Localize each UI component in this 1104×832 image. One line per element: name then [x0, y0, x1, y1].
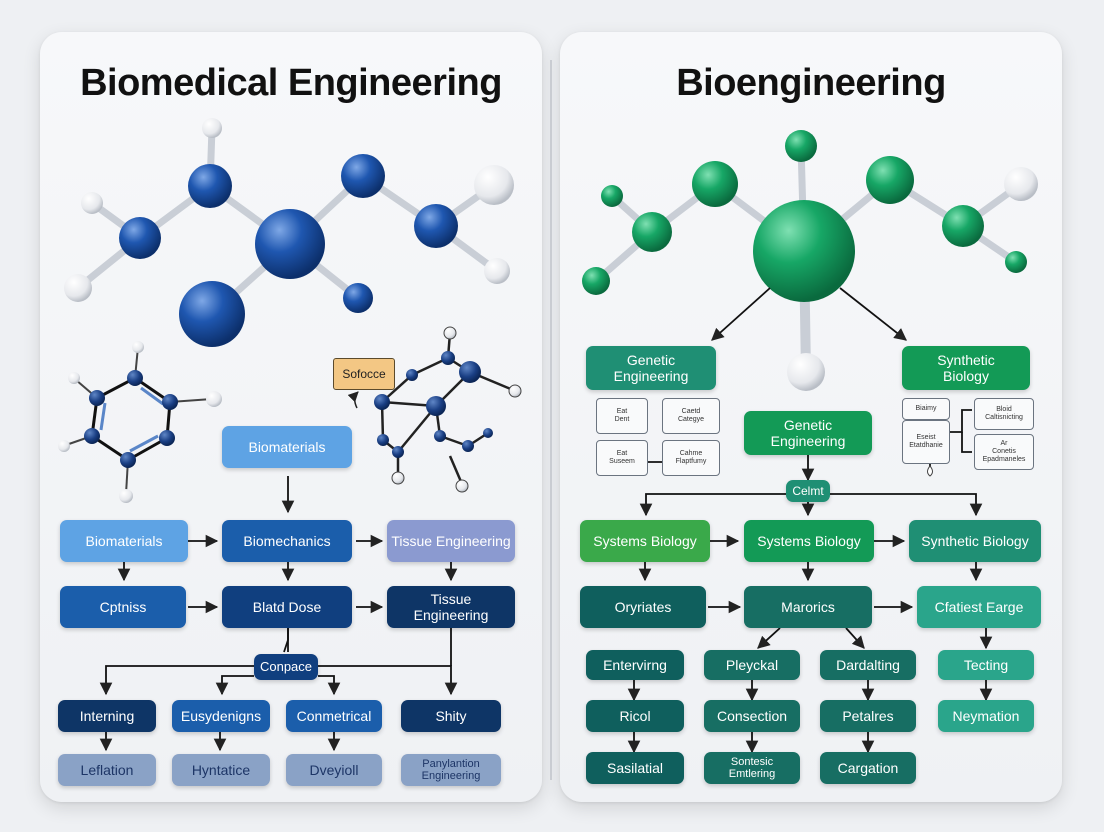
benzene-ring [58, 341, 222, 503]
node-biomaterials[interactable]: Biomaterials [60, 520, 188, 562]
node-interning[interactable]: Interning [58, 700, 156, 732]
node-tecting[interactable]: Tecting [938, 650, 1034, 680]
node-sontesic-emtlering[interactable]: Sontesic Emtlering [704, 752, 800, 784]
node-genetic-engineering-top[interactable]: Genetic Engineering [586, 346, 716, 390]
node-sasilatial[interactable]: Sasilatial [586, 752, 684, 784]
droplet-icon [927, 465, 933, 477]
node-synthetic-biology-top[interactable]: Synthetic Biology [902, 346, 1030, 390]
biomedical-engineering-title: Biomedical Engineering [80, 62, 502, 104]
mini-box-1: Eat Dent [596, 398, 648, 434]
node-entervirng[interactable]: Entervirng [586, 650, 684, 680]
mini-box-2: Caetd Categye [662, 398, 720, 434]
node-oryriates[interactable]: Oryriates [580, 586, 706, 628]
node-systems-biology-2[interactable]: Systems Biology [744, 520, 874, 562]
node-shity[interactable]: Shity [401, 700, 501, 732]
node-tissue-engineering-2[interactable]: Tissue Engineering [387, 586, 515, 628]
node-petalres[interactable]: Petalres [820, 700, 916, 732]
node-synthetic-biology[interactable]: Synthetic Biology [909, 520, 1041, 562]
node-consection[interactable]: Consection [704, 700, 800, 732]
node-eusydenigns[interactable]: Eusydenigns [172, 700, 270, 732]
panel-divider [550, 60, 552, 780]
node-cfatiest-earge[interactable]: Cfatiest Earge [917, 586, 1041, 628]
hub-conpace[interactable]: Conpace [254, 654, 318, 680]
hub-celmt[interactable]: Celmt [786, 480, 830, 502]
node-tissue-engineering[interactable]: Tissue Engineering [387, 520, 515, 562]
node-leflation[interactable]: Leflation [58, 754, 156, 786]
mini-box-4: Cahme Flaptfumy [662, 440, 720, 476]
node-conmetrical[interactable]: Conmetrical [286, 700, 382, 732]
node-pleyckal[interactable]: Pleyckal [704, 650, 800, 680]
node-top-biomaterials[interactable]: Biomaterials [222, 426, 352, 468]
mini-box-3: Eat Suseem [596, 440, 648, 476]
cyclic-molecule [374, 326, 522, 493]
mini-box-5: Biaimy [902, 398, 950, 420]
node-marorics[interactable]: Marorics [744, 586, 872, 628]
node-blatd-dose[interactable]: Blatd Dose [222, 586, 352, 628]
bioengineering-title: Bioengineering [676, 62, 946, 104]
node-panylantion-engineering[interactable]: Panylantion Engineering [401, 754, 501, 786]
node-dveyioll[interactable]: Dveyioll [286, 754, 382, 786]
mini-box-8: Ar Conetis Epadmaneles [974, 434, 1034, 470]
mini-box-6: Bloid Caltisnicting [974, 398, 1034, 430]
node-genetic-engineering-center[interactable]: Genetic Engineering [744, 411, 872, 455]
node-systems-biology-1[interactable]: Systems Biology [580, 520, 710, 562]
node-dardalting[interactable]: Dardalting [820, 650, 916, 680]
sticky-note: Sofocce [333, 358, 395, 390]
node-neymation[interactable]: Neymation [938, 700, 1034, 732]
right-connectors [627, 287, 993, 754]
mini-box-7: Eseist Etatdhanie [902, 420, 950, 464]
node-biomechanics[interactable]: Biomechanics [222, 520, 352, 562]
left-connectors [99, 476, 458, 752]
node-cargation[interactable]: Cargation [820, 752, 916, 784]
node-cptniss[interactable]: Cptniss [60, 586, 186, 628]
node-hyntatice[interactable]: Hyntatice [172, 754, 270, 786]
node-ricol[interactable]: Ricol [586, 700, 684, 732]
